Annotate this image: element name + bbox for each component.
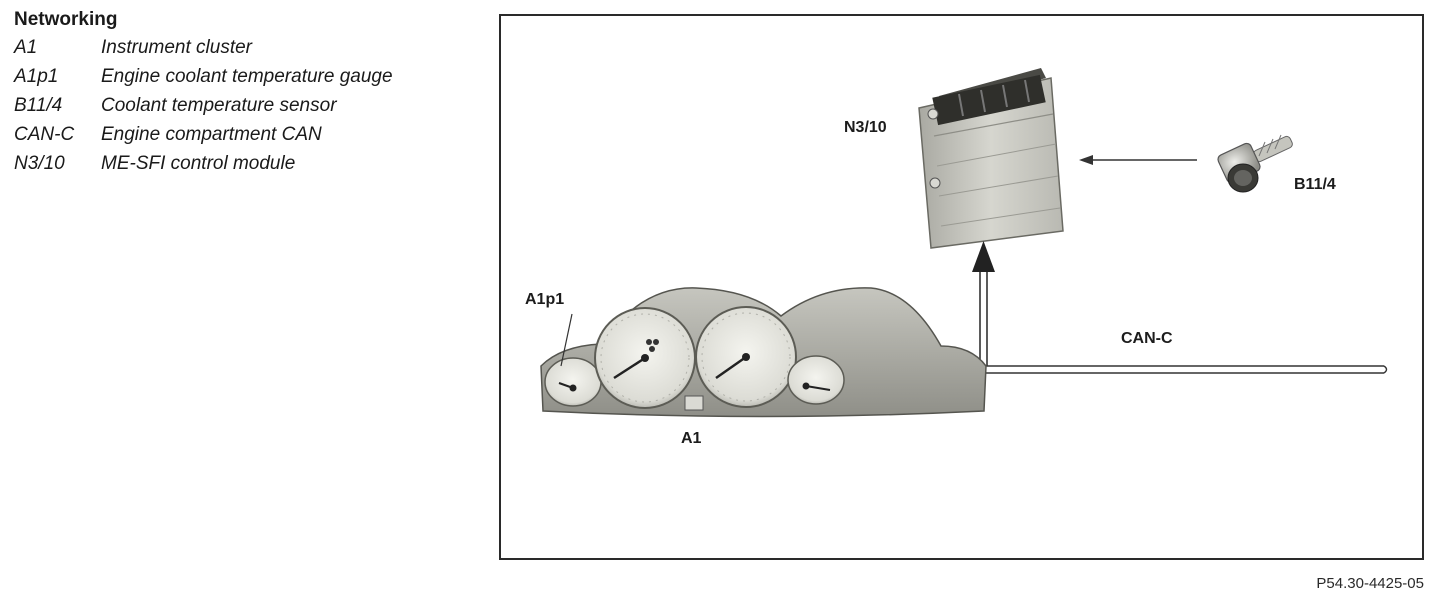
legend-item: A1p1 Engine coolant temperature gauge: [14, 62, 484, 91]
control-module-label: N3/10: [844, 119, 887, 136]
diagram-frame: N3/10 B11/4 A1p1 CAN-C A1: [499, 14, 1424, 560]
legend: Networking A1 Instrument cluster A1p1 En…: [14, 8, 484, 178]
can-bus-label: CAN-C: [1121, 330, 1173, 347]
legend-code: B11/4: [14, 95, 63, 116]
legend-item: B11/4 Coolant temperature sensor: [14, 91, 484, 120]
legend-item: CAN-C Engine compartment CAN: [14, 120, 484, 149]
legend-title: Networking: [14, 9, 118, 30]
cluster-label: A1: [681, 430, 702, 447]
legend-item: A1 Instrument cluster: [14, 33, 484, 62]
legend-code: A1: [14, 37, 38, 58]
gauge-label: A1p1: [525, 291, 565, 308]
control-module-icon: [918, 68, 1064, 249]
legend-description: Instrument cluster: [101, 37, 252, 58]
gauge-leader-line: [560, 313, 573, 367]
sensor-signal-arrow: [1079, 155, 1197, 165]
instrument-cluster-icon: [540, 287, 987, 418]
diagram-canvas: [540, 68, 1388, 418]
legend-code: N3/10: [14, 153, 65, 174]
legend-description: Coolant temperature sensor: [101, 95, 337, 116]
legend-description: Engine coolant temperature gauge: [101, 66, 393, 87]
sensor-label: B11/4: [1294, 176, 1336, 193]
legend-description: ME-SFI control module: [101, 153, 296, 174]
legend-item: N3/10 ME-SFI control module: [14, 149, 484, 178]
legend-code: A1p1: [14, 66, 59, 87]
figure-reference: P54.30-4425-05: [1316, 575, 1424, 592]
legend-description: Engine compartment CAN: [101, 124, 322, 145]
temperature-sensor-icon: [1217, 134, 1293, 193]
legend-code: CAN-C: [14, 124, 75, 145]
